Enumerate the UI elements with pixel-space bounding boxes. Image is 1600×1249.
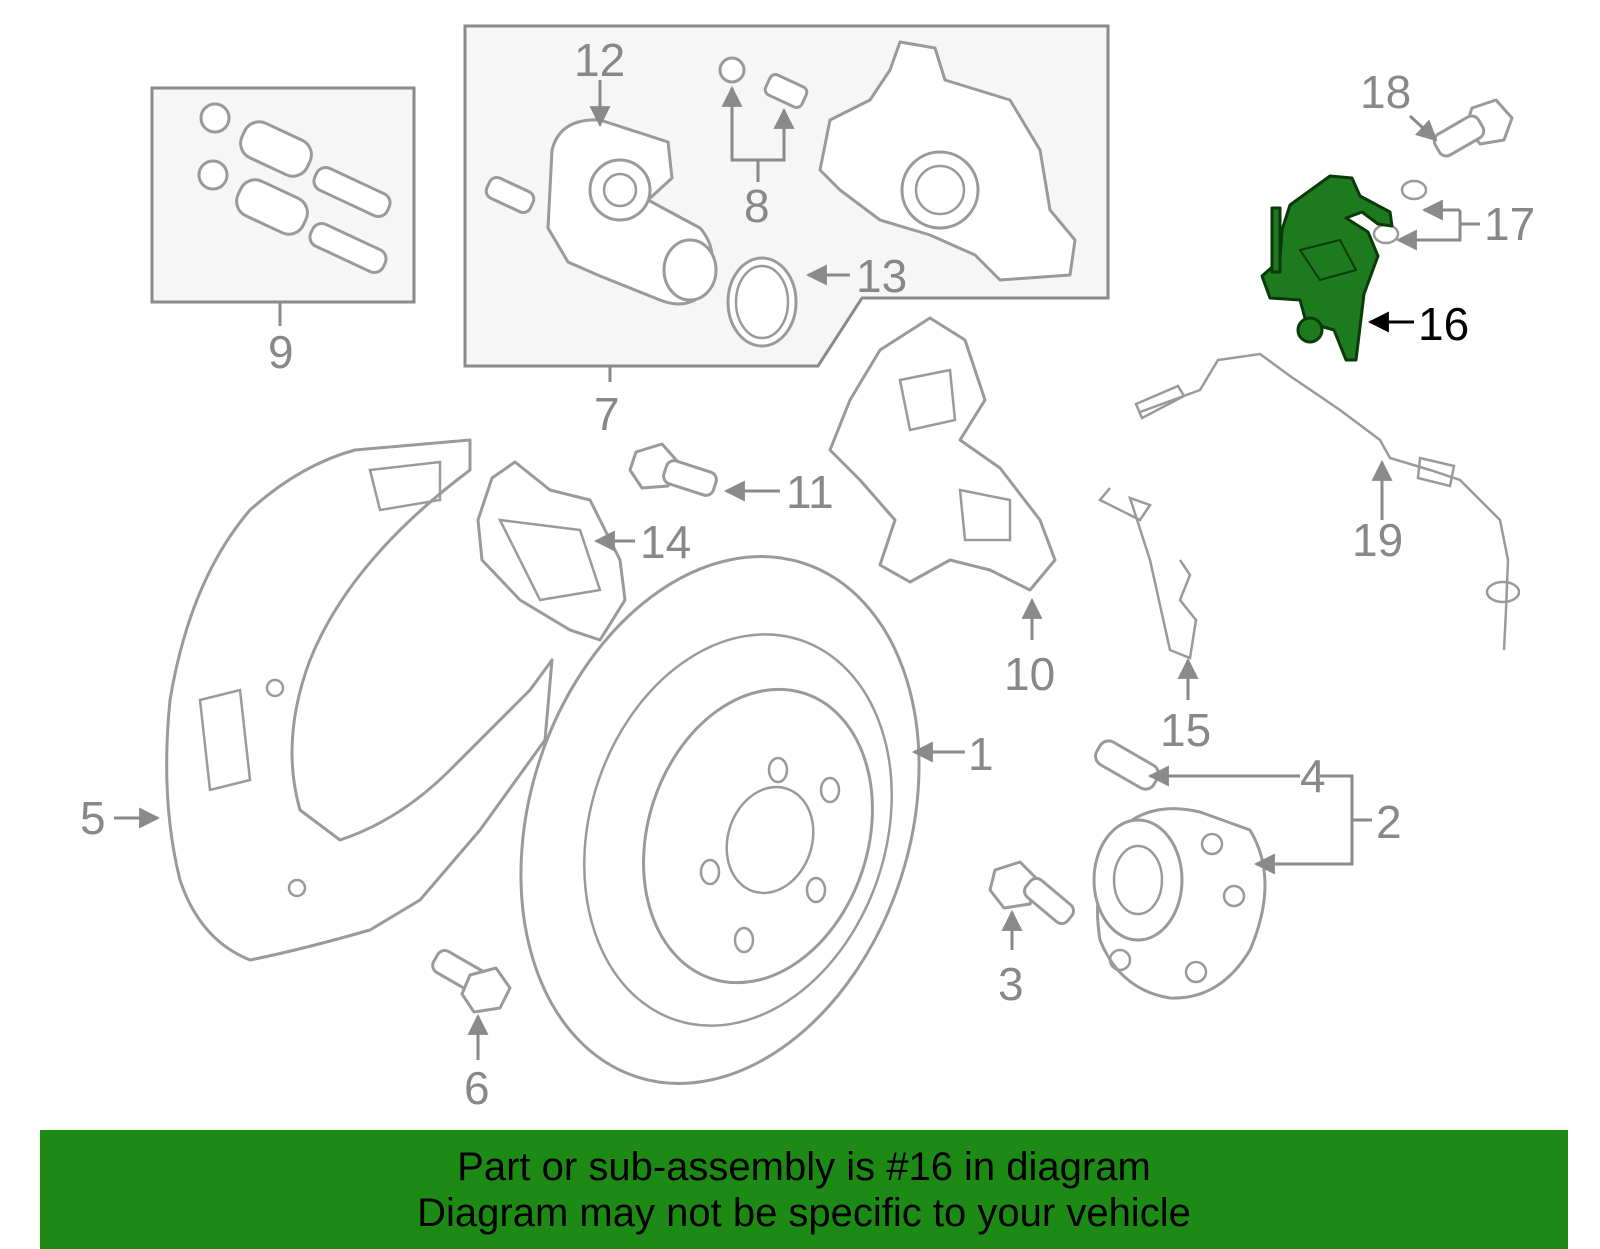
callout-6: 6	[464, 1062, 490, 1114]
callout-3: 3	[998, 958, 1024, 1010]
callout-1: 1	[968, 728, 994, 780]
highlighted-part-16[interactable]	[1260, 174, 1394, 362]
callout-9: 9	[268, 326, 294, 378]
caliper-bracket	[828, 316, 1057, 592]
callout-10: 10	[1004, 648, 1055, 700]
callout-4: 4	[1300, 750, 1326, 802]
callout-15: 15	[1160, 704, 1211, 756]
bolt-3	[988, 860, 1075, 926]
o-ring-17a	[1400, 179, 1428, 201]
parts-diagram: 1 2 3 4 5 6 7 8 9 10 11 12 13 14 15 16 1…	[80, 24, 1535, 1114]
info-banner: Part or sub-assembly is #16 in diagram D…	[40, 1130, 1568, 1249]
dust-shield	[165, 438, 554, 962]
callout-7: 7	[594, 388, 620, 440]
caliper-assembly-box	[463, 24, 1110, 382]
banner-line-2: Diagram may not be specific to your vehi…	[417, 1191, 1191, 1235]
guide-pin-kit-box	[150, 86, 416, 326]
wheel-stud	[1094, 739, 1160, 791]
bolt-18	[1432, 98, 1514, 158]
callout-12: 12	[574, 34, 625, 86]
o-ring-17b	[1372, 223, 1400, 245]
callout-18: 18	[1360, 66, 1411, 118]
bolt-6	[431, 949, 512, 1014]
callout-17: 17	[1484, 198, 1535, 250]
callout-11: 11	[786, 466, 834, 518]
leader-lines	[114, 80, 1480, 1060]
callout-8: 8	[744, 180, 770, 232]
callout-5: 5	[80, 792, 106, 844]
callout-19: 19	[1352, 514, 1403, 566]
brake-pads	[476, 460, 627, 642]
banner-line-1: Part or sub-assembly is #16 in diagram	[457, 1145, 1151, 1189]
callout-13: 13	[856, 250, 907, 302]
callout-14: 14	[640, 516, 691, 568]
wheel-hub	[1092, 807, 1267, 1000]
abs-sensor-wire	[1139, 352, 1510, 651]
brake-rotor	[519, 555, 921, 1085]
callout-16: 16	[1418, 298, 1469, 350]
spring-clip	[1098, 487, 1198, 660]
callout-2: 2	[1376, 796, 1402, 848]
bolt-11	[628, 442, 718, 497]
